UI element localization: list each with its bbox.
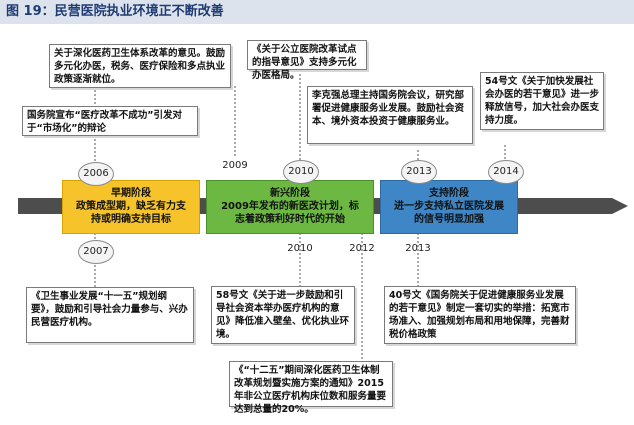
year-2007: 2007 (78, 240, 114, 264)
event-2013a-box: 李克强总理主持国务院会议，研究部署促进健康服务业发展。鼓励社会资本、境外资本投资… (307, 86, 473, 144)
stage-support-desc: 进一步支持私立医院发展的信号明显加强 (394, 201, 504, 225)
year-2012: 2012 (349, 243, 375, 254)
event-2010a-box: 《关于公立医院改革试点的指导意见》支持多元化办医格局。 (247, 40, 367, 81)
stage-early-name: 早期阶段 (111, 188, 151, 199)
year-2013b: 2013 (405, 243, 431, 254)
year-2010a: 2010 (283, 160, 319, 184)
event-2006-box: 国务院宣布“医疗改革不成功”引发对于“市场化”的辩论 (22, 106, 198, 136)
year-2006: 2006 (78, 162, 114, 186)
stage-early: 早期阶段 政策成型期，缺乏有力支持或明确支持目标 (62, 180, 200, 234)
event-2010b-box: 58号文《关于进一步鼓励和引导社会资本举办医疗机构的意见》降低准入壁垒、优化执业… (211, 286, 355, 344)
event-2014-box: 54号文《关于加快发展社会办医的若干意见》进一步释放信号，加大社会办医支持力度。 (480, 72, 604, 130)
year-2010b: 2010 (287, 243, 313, 254)
year-2013a: 2013 (401, 160, 437, 184)
year-2014: 2014 (488, 160, 524, 184)
event-2007-box: 《卫生事业发展“十一五”规划纲要》，鼓励和引导社会力量参与、兴办民营医疗机构。 (26, 287, 194, 343)
stage-support-name: 支持阶段 (429, 188, 469, 199)
event-2012-box: 《“十二五”期间深化医药卫生体制改革规划暨实施方案的通知》2015年非公立医疗机… (229, 361, 393, 415)
stage-emerging-name: 新兴阶段 (270, 188, 310, 199)
stage-early-desc: 政策成型期，缺乏有力支持或明确支持目标 (76, 201, 186, 225)
stage-emerging-desc: 2009年发布的新医改计划，标志着政策利好时代的开始 (221, 201, 359, 225)
stage-support: 支持阶段 进一步支持私立医院发展的信号明显加强 (380, 180, 518, 234)
stage-emerging: 新兴阶段 2009年发布的新医改计划，标志着政策利好时代的开始 (206, 180, 374, 234)
year-2009: 2009 (222, 160, 248, 171)
event-2009-box: 关于深化医药卫生体系改革的意见。鼓励多元化办医，税务、医疗保险和多点执业政策逐渐… (49, 44, 231, 88)
figure-title: 图 19：民营医院执业环境正不断改善 (0, 0, 634, 24)
event-2013b-box: 40号文《国务院关于促进健康服务业发展的若干意见》制定一套切实的举措：拓宽市场准… (384, 286, 576, 344)
